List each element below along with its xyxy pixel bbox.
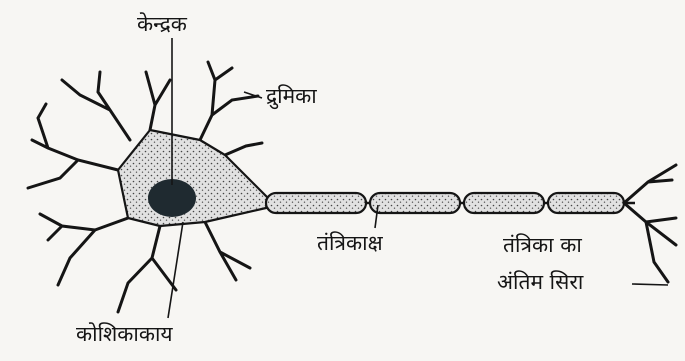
axon-terminal-label-line1: तंत्रिका का (503, 235, 582, 256)
dendrite-label: द्रुमिका (266, 86, 317, 107)
axon-label: तंत्रिकाक्ष (317, 233, 383, 254)
myelin-segments (266, 193, 624, 213)
cell-body-label: कोशिकाकाय (76, 324, 173, 345)
axon-terminal-label-line2: अंतिम सिरा (497, 272, 583, 293)
nucleus-label: केन्द्रक (137, 14, 187, 35)
axon-terminal (624, 165, 676, 282)
cell-body-shape (118, 130, 268, 226)
